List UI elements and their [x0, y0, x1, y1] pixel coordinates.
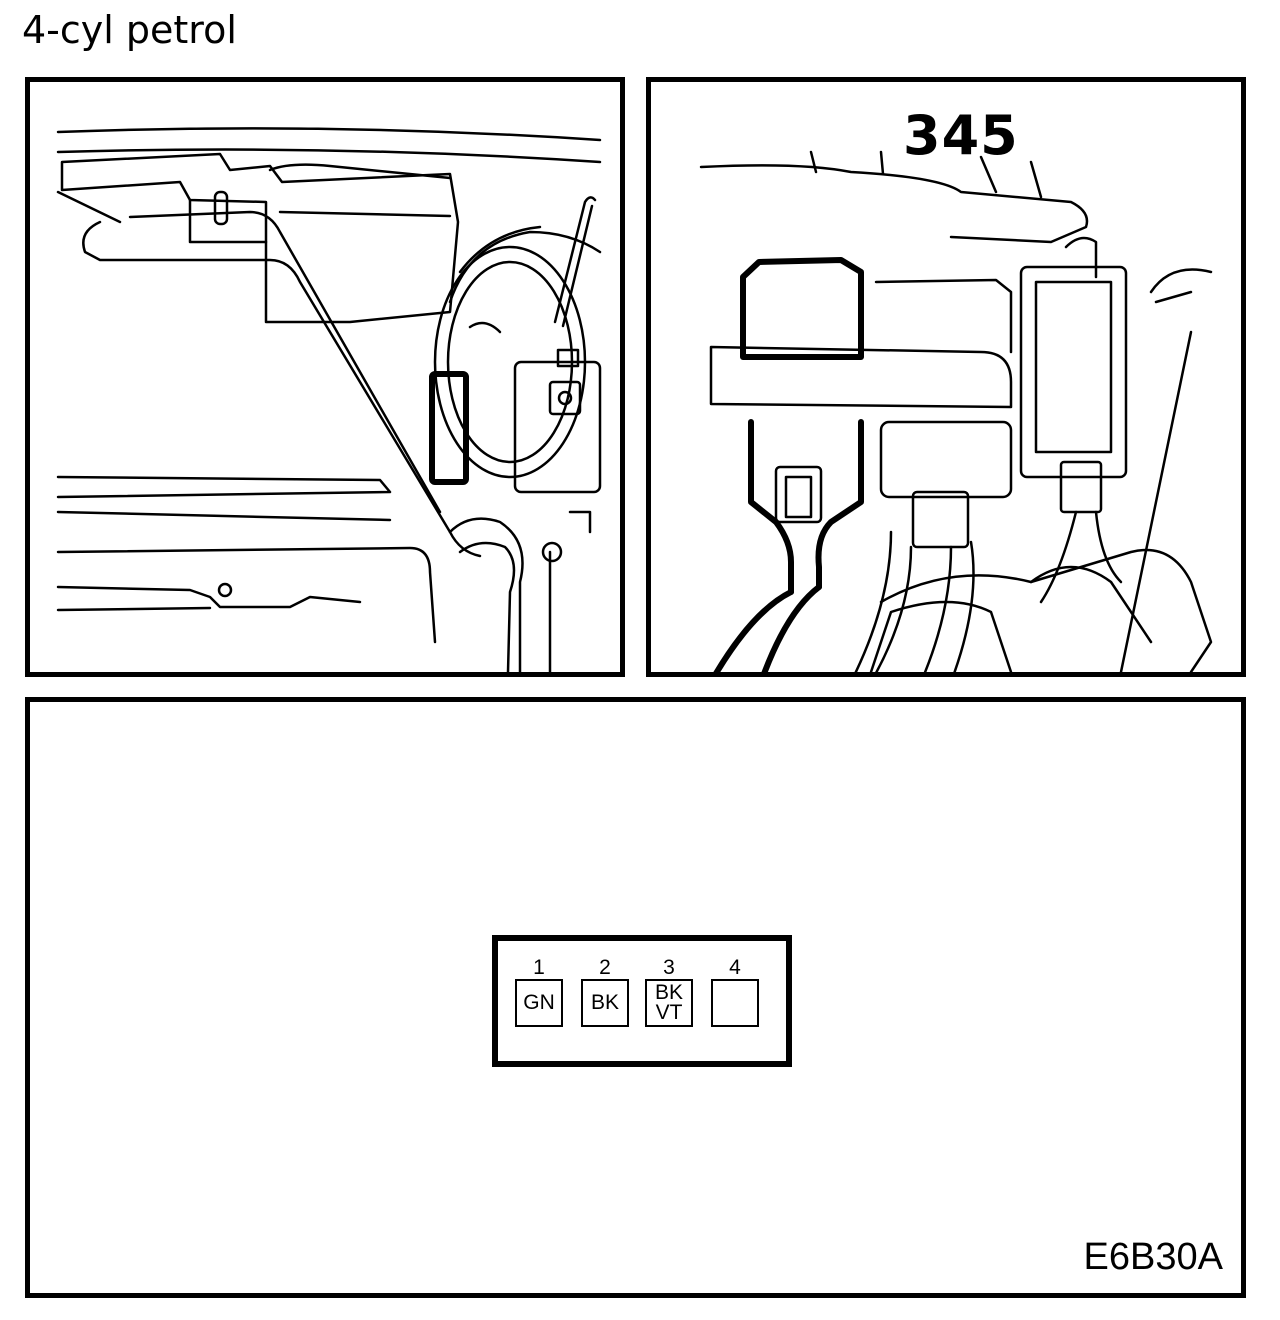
wire-color: GN	[523, 991, 555, 1014]
wire-color-secondary: VT	[655, 1001, 683, 1024]
pin-number: 1	[533, 956, 545, 979]
pin-3: 3 BK VT	[644, 957, 694, 1027]
pin-number: 2	[599, 956, 611, 979]
pin-4: 4	[710, 957, 760, 1027]
connector-pinout-panel: 1 GN 2 BK 3 BK VT 4 E6B30A	[25, 697, 1246, 1298]
wire-color: BK	[654, 981, 683, 1004]
figure-code: E6B30A	[1083, 1236, 1223, 1278]
pin-number: 4	[729, 956, 741, 979]
connector-detail-illustration: 345	[646, 77, 1246, 677]
pin-cavity: GN	[515, 979, 563, 1027]
pin-cavity: BK VT	[645, 979, 693, 1027]
component-callout-number: 345	[903, 104, 1019, 167]
pin-2: 2 BK	[580, 957, 630, 1027]
connector-face: 1 GN 2 BK 3 BK VT 4	[492, 935, 792, 1067]
engine-bay-illustration	[25, 77, 625, 677]
pin-cavity-empty	[711, 979, 759, 1027]
page-title: 4-cyl petrol	[22, 8, 237, 52]
pin-number: 3	[663, 956, 675, 979]
pin-cavity: BK	[581, 979, 629, 1027]
pin-1: 1 GN	[514, 957, 564, 1027]
wire-color: BK	[590, 991, 619, 1014]
